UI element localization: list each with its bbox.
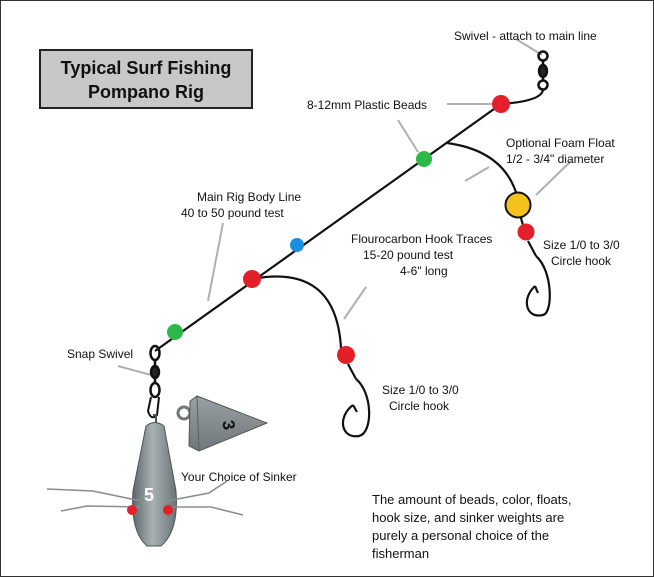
spider-sinker-number: 5 [144, 485, 154, 505]
pyramid-sinker-number: 3 [218, 419, 238, 432]
top-swivel [537, 50, 549, 91]
bead-red-lower-hook [337, 346, 355, 364]
upper-hook-icon [525, 240, 551, 317]
swivel-label: Swivel - attach to main line [454, 29, 597, 43]
body-line-label-1: Main Rig Body Line [197, 190, 301, 204]
float-label-line-2: 1/2 - 3/4" diameter [506, 152, 604, 166]
bead-green-upper [416, 151, 432, 167]
lower-hook-label-1: Size 1/0 to 3/0 [382, 383, 459, 397]
lower-hook-label-2: Circle hook [389, 399, 450, 413]
title-line-2: Pompano Rig [88, 82, 204, 102]
snap-swivel-label: Snap Swivel [67, 347, 133, 361]
upper-hook-label-1: Size 1/0 to 3/0 [543, 238, 620, 252]
bead-red-middle [243, 270, 261, 288]
main-rig-body-line [154, 103, 502, 352]
bead-green-lower [167, 324, 183, 340]
note-line-3: purely a personal choice of the [372, 528, 549, 543]
labels: Swivel - attach to main line 8-12mm Plas… [67, 29, 620, 561]
spider-sinker-icon: 5 [46, 414, 244, 547]
traces-label-line-1: Flourocarbon Hook Traces [351, 232, 492, 246]
bead-blue [290, 238, 304, 252]
bead-red-upper-hook [517, 223, 535, 241]
sinker-choice-label: Your Choice of Sinker [181, 470, 297, 484]
note-line-4: fisherman [372, 546, 429, 561]
pyramid-sinker-icon: 3 [176, 395, 269, 452]
float-label-line-1: Optional Foam Float [506, 136, 615, 150]
traces-label-line-3: 4-6" long [400, 264, 448, 278]
beads-label: 8-12mm Plastic Beads [307, 98, 427, 112]
note-line-1: The amount of beads, color, floats, [372, 492, 571, 507]
foam-float [504, 191, 532, 219]
note-line-2: hook size, and sinker weights are [372, 510, 564, 525]
title-box: Typical Surf Fishing Pompano Rig [39, 49, 253, 109]
upper-hook-label-2: Circle hook [551, 254, 612, 268]
snap-swivel-icon [146, 344, 161, 419]
bead-red-top [492, 95, 510, 113]
callout-lines [117, 38, 572, 376]
title-line-1: Typical Surf Fishing [61, 58, 232, 78]
body-line-label-2: 40 to 50 pound test [181, 206, 284, 220]
beads [167, 95, 535, 364]
lower-hook-icon [342, 363, 371, 438]
traces-label-line-2: 15-20 pound test [363, 248, 454, 262]
